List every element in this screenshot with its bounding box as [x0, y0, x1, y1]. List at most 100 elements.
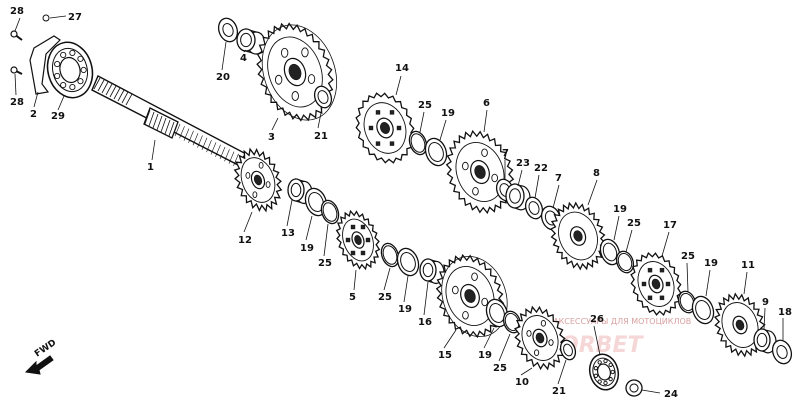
callout-3: 3: [268, 132, 275, 143]
bearing-29: [46, 41, 94, 99]
leader-7b: [552, 184, 560, 209]
parts-drawing: [10, 14, 793, 397]
leader-28b: [14, 73, 17, 96]
gear-8: [549, 201, 607, 271]
leader-17: [661, 231, 670, 257]
gear-14: [355, 92, 415, 164]
circlip-25e: [380, 242, 400, 268]
bushing-16: [419, 258, 445, 285]
leader-21a: [317, 107, 323, 129]
washer-21: [313, 85, 333, 109]
leader-19c: [613, 215, 620, 241]
callout-19d: 19: [704, 258, 718, 269]
gear-3: [256, 22, 337, 122]
callout-26: 26: [590, 314, 604, 325]
leader-25b: [323, 223, 329, 257]
washer-18: [771, 339, 793, 365]
circlip-25a: [408, 130, 428, 156]
callout-29: 29: [51, 111, 65, 122]
leader-2: [33, 91, 39, 108]
leader-19a: [439, 119, 447, 141]
leader-26: [593, 325, 601, 356]
callout-21b: 21: [552, 386, 566, 397]
watermark-text: ЗАПЧАСТИ И АКСЕССУАРЫ ДЛЯ МОТОЦИКЛОВ: [498, 317, 691, 326]
fwd-arrow-icon: [24, 355, 54, 375]
callout-6: 6: [483, 98, 490, 109]
leader-20: [221, 41, 227, 71]
leader-5: [353, 269, 357, 291]
bushing-13: [287, 178, 313, 205]
callout-24: 24: [664, 389, 678, 400]
callout-7a: 7: [502, 148, 509, 159]
leader-22: [534, 174, 540, 199]
washer-19e: [396, 247, 420, 277]
callout-10: 10: [515, 377, 529, 388]
leader-14: [395, 75, 402, 96]
callout-11: 11: [741, 260, 755, 271]
washer-24: [625, 379, 643, 397]
callout-7b: 7: [555, 173, 562, 184]
callout-4: 4: [240, 53, 247, 64]
callout-19e: 19: [398, 304, 412, 315]
leader-25e: [383, 267, 391, 291]
callout-25c: 25: [627, 218, 641, 229]
callout-25b: 25: [318, 258, 332, 269]
callout-28a: 28: [10, 6, 24, 17]
gear-10: [514, 305, 566, 371]
leader-3: [271, 117, 279, 131]
leader-19d: [705, 269, 711, 297]
leader-12: [243, 211, 253, 233]
leader-25f: [498, 333, 511, 362]
fwd-label: FWD: [33, 338, 58, 359]
callout-2: 2: [30, 109, 37, 120]
washer-19a: [424, 137, 448, 167]
leader-19f: [483, 327, 495, 349]
leader-1: [151, 139, 156, 161]
leader-24: [641, 389, 661, 394]
washer-22: [524, 196, 544, 220]
callout-27: 27: [68, 12, 82, 23]
callout-25d: 25: [681, 251, 695, 262]
gear-5: [335, 209, 381, 271]
callout-21a: 21: [314, 131, 328, 142]
callout-18: 18: [778, 307, 792, 318]
callout-14: 14: [395, 63, 409, 74]
callout-22: 22: [534, 163, 548, 174]
leader-15: [443, 329, 457, 349]
callout-13: 13: [281, 228, 295, 239]
callout-25e: 25: [378, 292, 392, 303]
leader-25a: [419, 111, 425, 133]
callout-16: 16: [418, 317, 432, 328]
leader-13: [286, 199, 293, 227]
gear-17: [630, 251, 682, 317]
washer-19d: [691, 295, 715, 325]
leader-11: [743, 271, 748, 295]
callout-12: 12: [238, 235, 252, 246]
leader-8: [587, 179, 598, 206]
circlip-25f: [502, 310, 522, 334]
gear-15: [435, 253, 508, 339]
callout-19a: 19: [441, 108, 455, 119]
callout-9: 9: [762, 297, 769, 308]
callout-19b: 19: [300, 243, 314, 254]
callout-19f: 19: [478, 350, 492, 361]
callout-8: 8: [593, 168, 600, 179]
mainshaft: [91, 75, 251, 170]
callout-labels: 28 27 28 2 29 20 4 3 21 1 14 25 19 6 7 2…: [10, 6, 792, 400]
callout-20: 20: [216, 72, 230, 83]
leader-21b: [557, 359, 567, 385]
washer-21b: [559, 339, 577, 361]
callout-1: 1: [147, 162, 154, 173]
leader-19b: [305, 215, 313, 241]
needle-bearing-26: [588, 353, 620, 391]
bushing-4: [236, 28, 266, 55]
callout-15: 15: [438, 350, 452, 361]
leader-10: [520, 367, 533, 376]
circlip-25d: [677, 290, 697, 314]
callout-28b: 28: [10, 97, 24, 108]
leader-16: [423, 281, 429, 316]
leader-29: [57, 95, 65, 111]
callout-5: 5: [349, 292, 356, 303]
callout-23: 23: [516, 158, 530, 169]
